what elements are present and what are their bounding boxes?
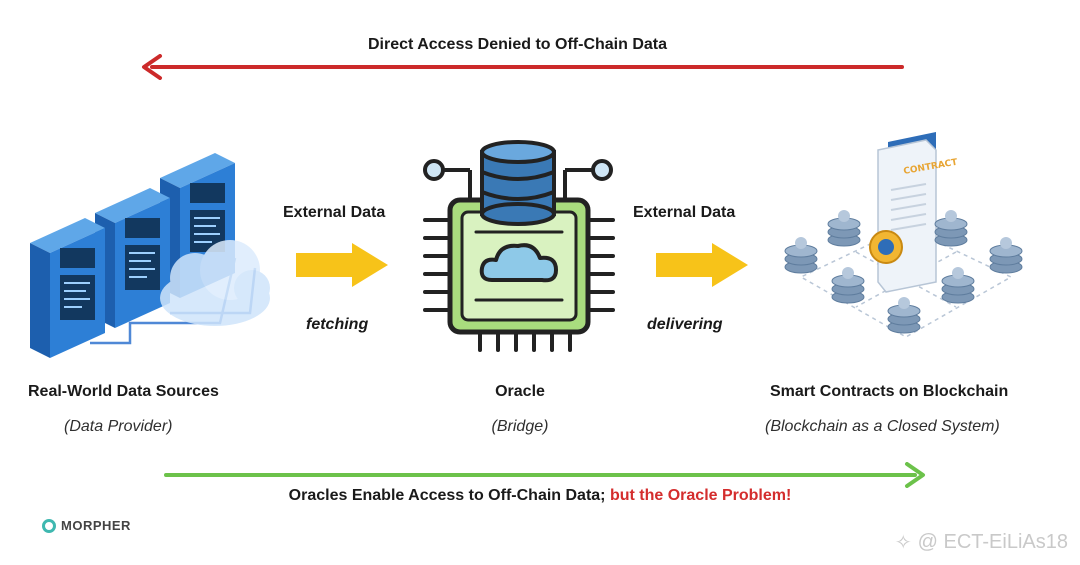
flow-right-arrow xyxy=(656,243,748,287)
blockchain-contract-icon: CONTRACT xyxy=(784,132,1023,338)
watermark: ✧ @ ECT-EiLiAs18 xyxy=(895,530,1068,555)
flow-left-bottom-label: fetching xyxy=(306,316,369,333)
blockchain-node-icon xyxy=(941,267,975,304)
morpher-logo-text: MORPHER xyxy=(61,518,131,533)
blockchain-node-icon xyxy=(784,237,818,274)
flow-right-top-label: External Data xyxy=(633,204,736,221)
server-rack-icon xyxy=(30,153,270,358)
oracle-chip-icon xyxy=(423,140,615,352)
watermark-icon: ✧ xyxy=(894,532,912,554)
blockchain-subtitle: (Blockchain as a Closed System) xyxy=(765,418,1000,435)
flow-left-top-label: External Data xyxy=(283,204,386,221)
bottom-arrow-label: Oracles Enable Access to Off-Chain Data;… xyxy=(0,487,1080,505)
blockchain-node-icon xyxy=(827,210,861,247)
sources-subtitle: (Data Provider) xyxy=(64,418,173,435)
blockchain-node-icon xyxy=(934,210,968,247)
blockchain-node-icon xyxy=(887,297,921,334)
blockchain-title: Smart Contracts on Blockchain xyxy=(770,383,1009,400)
blockchain-node-icon xyxy=(831,267,865,304)
top-red-arrow xyxy=(142,54,904,80)
bottom-arrow-label-highlight: but the Oracle Problem! xyxy=(609,487,792,504)
morpher-logo: MORPHER xyxy=(42,518,131,533)
oracle-title: Oracle xyxy=(495,383,545,400)
flow-left-arrow xyxy=(296,243,388,287)
sources-title: Real-World Data Sources xyxy=(28,383,219,400)
bottom-green-arrow xyxy=(164,462,925,488)
morpher-logo-icon xyxy=(42,518,56,533)
bottom-arrow-label-part1: Oracles Enable Access to Off-Chain Data; xyxy=(288,487,610,504)
top-arrow-label: Direct Access Denied to Off-Chain Data xyxy=(367,36,668,53)
blockchain-node-icon xyxy=(989,237,1023,274)
oracle-subtitle: (Bridge) xyxy=(491,418,549,435)
watermark-text: @ ECT-EiLiAs18 xyxy=(917,531,1068,553)
flow-right-bottom-label: delivering xyxy=(647,316,723,333)
